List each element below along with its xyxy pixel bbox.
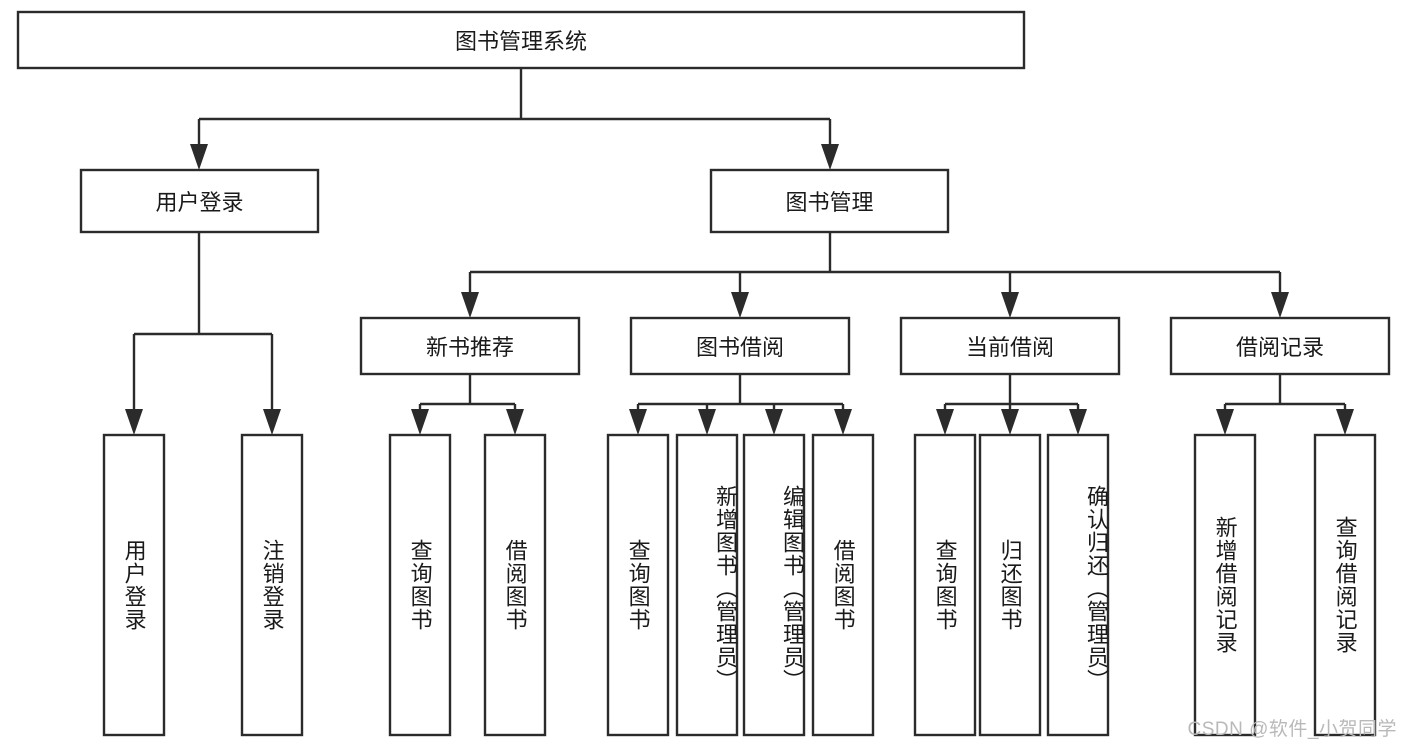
arrow-head-new-book-recommend [461,292,479,318]
node-box-leaf-add-record[interactable] [1193,433,1257,737]
node-box-leaf-edit-book[interactable] [742,433,806,737]
arrow-head-leaf-add-book [698,409,716,435]
arrow-head-leaf-borrow-book-2 [834,409,852,435]
node-box-leaf-borrow-book-2[interactable] [811,433,875,737]
node-box-leaf-user-login[interactable] [102,433,166,737]
node-box-leaf-logout[interactable] [240,433,304,737]
node-box-root[interactable] [16,10,1026,70]
arrow-head-leaf-return-book [1001,409,1019,435]
arrow-head-book-borrow [731,292,749,318]
node-box-leaf-query-record[interactable] [1313,433,1377,737]
node-box-leaf-borrow-book-1[interactable] [483,433,547,737]
node-box-book-manage[interactable] [709,168,950,234]
node-box-user-login[interactable] [79,168,320,234]
arrow-head-leaf-logout [263,409,281,435]
arrow-head-leaf-query-record [1336,409,1354,435]
node-box-leaf-query-book-2[interactable] [606,433,670,737]
watermark-text: CSDN @软件_小贺同学 [1187,719,1397,740]
arrow-head-leaf-add-record [1216,409,1234,435]
node-box-borrow-record[interactable] [1169,316,1391,376]
node-box-book-borrow[interactable] [629,316,851,376]
arrow-head-leaf-borrow-book-1 [506,409,524,435]
arrow-head-leaf-query-book-1 [411,409,429,435]
nodes-group [16,10,1391,737]
node-box-leaf-return-book[interactable] [978,433,1042,737]
arrow-head-leaf-query-book-3 [936,409,954,435]
connectors-group [125,68,1354,435]
node-box-leaf-confirm-return[interactable] [1046,433,1110,737]
arrow-head-leaf-query-book-2 [629,409,647,435]
node-box-leaf-query-book-3[interactable] [913,433,977,737]
arrow-head-user-login [190,144,208,170]
arrow-head-leaf-confirm-return [1069,409,1087,435]
node-box-new-book-recommend[interactable] [359,316,581,376]
node-box-current-borrow[interactable] [899,316,1121,376]
node-box-leaf-query-book-1[interactable] [388,433,452,737]
arrow-head-borrow-record [1271,292,1289,318]
node-box-leaf-add-book[interactable] [675,433,739,737]
arrow-head-leaf-user-login [125,409,143,435]
arrow-head-leaf-edit-book [765,409,783,435]
arrow-head-current-borrow [1001,292,1019,318]
arrow-head-book-manage [821,144,839,170]
